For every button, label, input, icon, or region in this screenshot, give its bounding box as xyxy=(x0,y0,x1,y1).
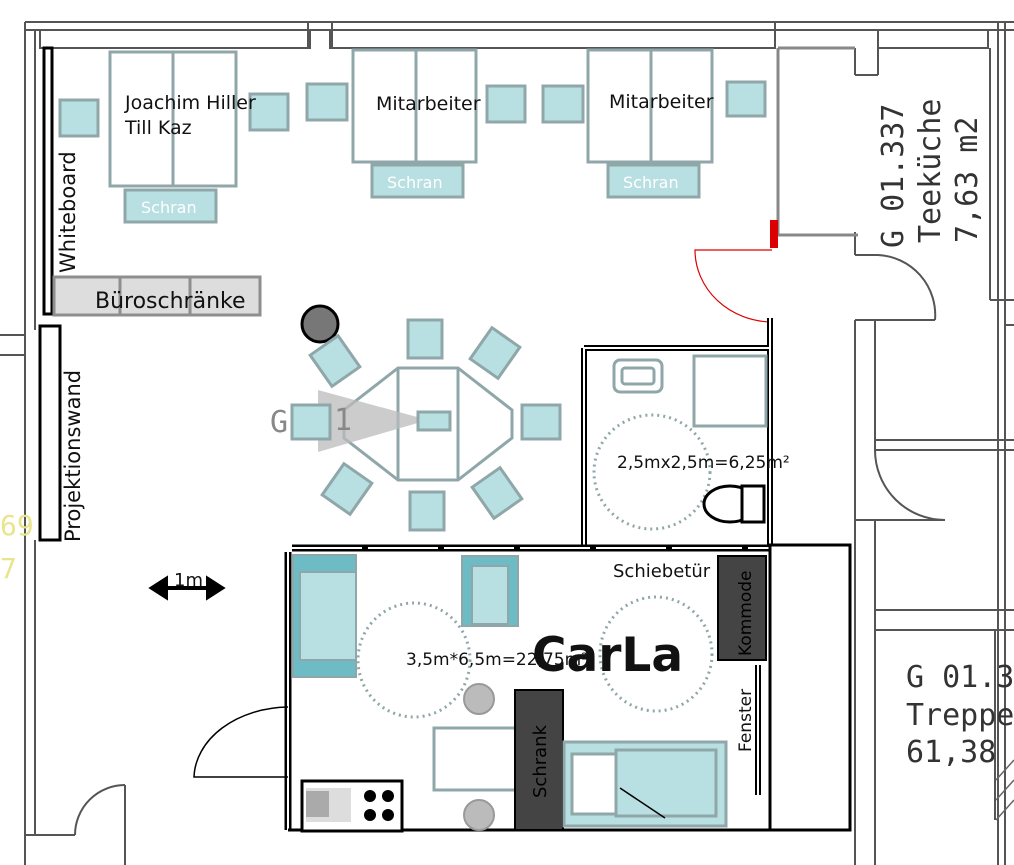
room-area-label: 3,5m*6,5m=22,75m² xyxy=(406,650,588,670)
tea-kitchen-door xyxy=(694,220,778,323)
stair-lines xyxy=(995,759,1014,821)
fenster-label: Fenster xyxy=(736,689,756,752)
treppe-number: G 01.3 xyxy=(906,660,1014,695)
desk-group-1 xyxy=(58,50,290,224)
treppe-area: 61,38 xyxy=(906,735,996,770)
conference-chairs xyxy=(290,318,562,532)
schiebetuer-label: Schiebetür xyxy=(613,561,711,582)
teekueche-number: G 01.337 xyxy=(876,104,911,249)
bueroschraenke-cabinets xyxy=(52,275,262,317)
desk-person-1: Joachim Hiller xyxy=(124,92,256,114)
partial-room-name: 1 xyxy=(334,403,352,438)
desk-group-2 xyxy=(305,48,527,199)
bathroom xyxy=(581,318,773,545)
schrank-label-2: Schran xyxy=(387,173,443,192)
desk-label-mitarbeiter-2: Mitarbeiter xyxy=(609,91,714,113)
projektionswand-label: Projektionswand xyxy=(61,370,85,542)
treppe-name: Treppe xyxy=(906,698,1014,733)
bueroschraenke-label: Büroschränke xyxy=(95,289,246,314)
schrank-label-3: Schran xyxy=(623,173,679,192)
whiteboard-label: Whiteboard xyxy=(56,151,80,273)
yellow-partial-1: 69 xyxy=(0,509,34,542)
carla-furniture xyxy=(292,554,767,833)
desk-label-mitarbeiter-1: Mitarbeiter xyxy=(376,93,481,115)
yellow-partial-2: 7 xyxy=(0,552,17,585)
teekueche-area: 7,63 m2 xyxy=(950,117,985,243)
room-name-label: CarLa xyxy=(532,628,683,683)
conference-table xyxy=(300,304,514,482)
scale-label: 1m xyxy=(174,570,203,591)
desk-person-2: Till Kaz xyxy=(124,117,192,139)
office-walls xyxy=(38,46,62,542)
building-walls xyxy=(0,21,1014,865)
partial-room-number: G xyxy=(270,405,288,440)
teekueche-name: Teeküche xyxy=(913,99,948,244)
kommode-label: Kommode xyxy=(736,571,756,656)
schrank-big-label: Schrank xyxy=(530,724,551,798)
desk-group-3 xyxy=(541,48,767,199)
bath-area-label: 2,5mx2,5m=6,25m² xyxy=(617,453,790,473)
schrank-label-1: Schran xyxy=(141,198,197,217)
scale-arrow xyxy=(148,575,226,601)
labels: Joachim Hiller Till Kaz Mitarbeiter Mita… xyxy=(0,91,1014,798)
